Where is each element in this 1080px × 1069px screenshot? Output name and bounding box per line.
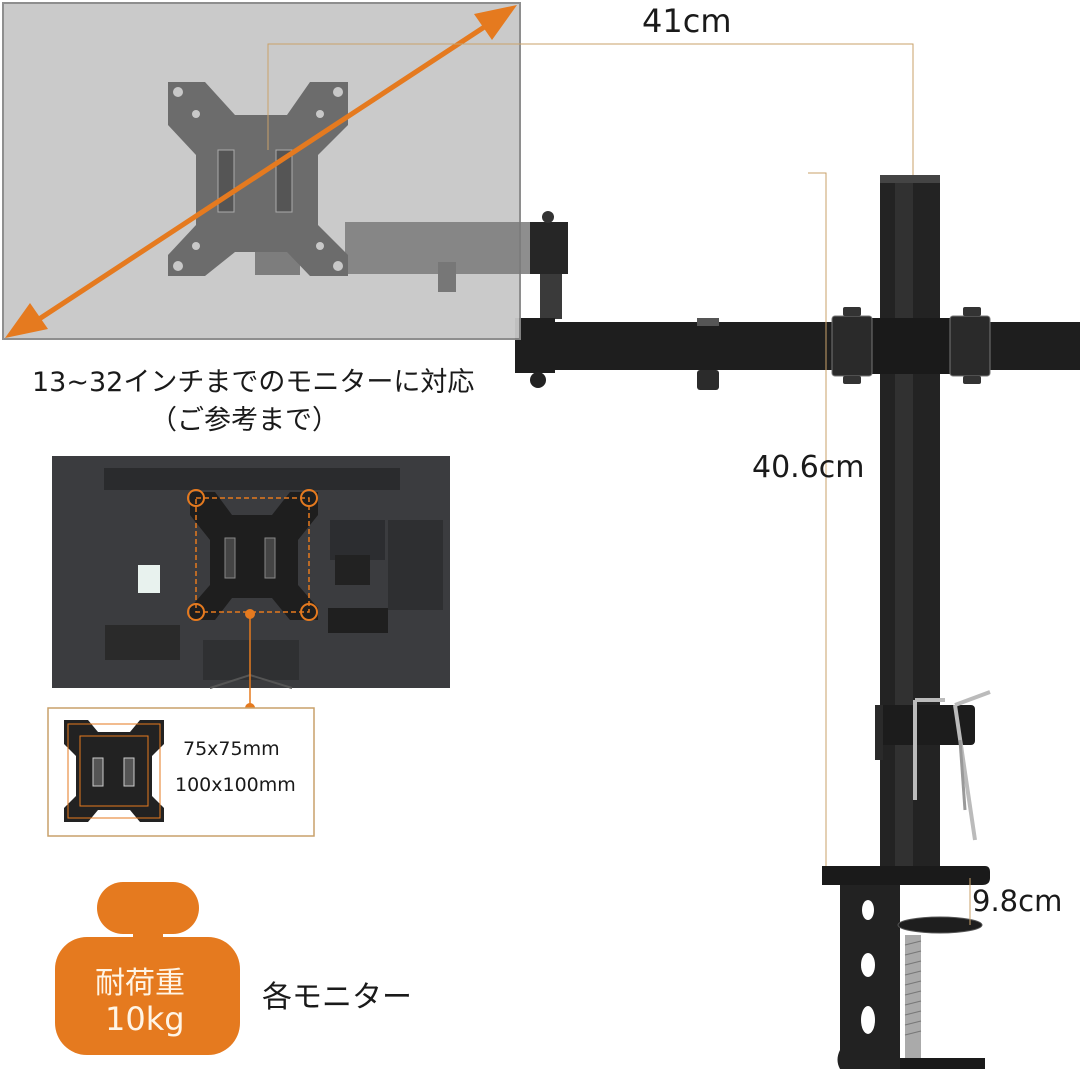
arm-length-dimension-line xyxy=(267,43,914,175)
diagonal-size-arrow xyxy=(28,17,497,328)
vesa-plate xyxy=(168,82,348,276)
vesa-size-100: 100x100mm xyxy=(175,774,296,796)
load-caption: 各モニター xyxy=(262,980,412,1015)
tool-holder xyxy=(880,705,975,745)
clamp-screw xyxy=(905,935,921,1069)
swivel-joint xyxy=(530,222,568,274)
load-badge-label: 耐荷重 xyxy=(95,966,185,1001)
monitor-support-text: 13~32インチまでのモニターに対応 xyxy=(32,367,475,398)
clamp-opening-label: 9.8cm xyxy=(972,884,1063,918)
pole-height-dimension-line xyxy=(808,172,827,866)
weight-icon xyxy=(97,882,199,934)
pole-height-label: 40.6cm xyxy=(752,450,865,485)
clamp-body xyxy=(837,885,900,1069)
load-badge-value: 10kg xyxy=(105,1000,185,1038)
horizontal-arm xyxy=(515,322,1080,370)
pole-collar xyxy=(865,318,955,374)
vesa-plate-thumbnail xyxy=(64,720,164,822)
arm-length-label: 41cm xyxy=(642,2,732,40)
vesa-size-75: 75x75mm xyxy=(183,738,280,760)
monitor-support-note: （ご参考まで） xyxy=(150,405,339,436)
clamp-pad xyxy=(897,916,983,934)
clamp-top-plate xyxy=(822,866,990,885)
cable-clip xyxy=(697,370,719,390)
